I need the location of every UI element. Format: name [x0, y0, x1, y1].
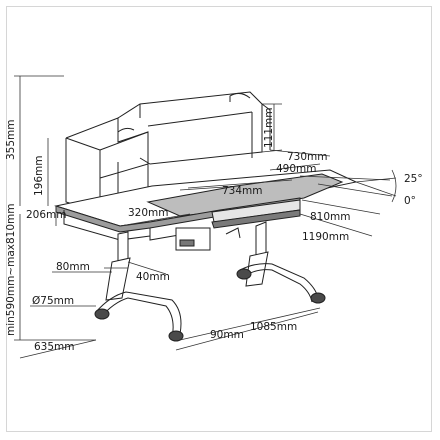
dim-mid-width: 490mm	[276, 163, 317, 175]
dimension-lines	[14, 75, 397, 359]
dim-shelf-width: 320mm	[128, 207, 169, 219]
dim-tilt-max: 25°	[404, 173, 423, 185]
dim-drawer-width: 810mm	[310, 211, 351, 223]
dim-height-range: min590mm~max810mm	[5, 204, 17, 336]
dim-base-width: 1085mm	[250, 321, 297, 333]
dim-foot-offset: 90mm	[210, 329, 244, 341]
dimension-labels: 730mm 490mm 734mm 810mm 1190mm 320mm 25°…	[5, 108, 423, 354]
dim-shelf-height: 196mm	[33, 156, 45, 197]
dim-hutch-height: 111mm	[263, 108, 275, 149]
dim-depth: 635mm	[34, 341, 75, 353]
dim-top-width: 730mm	[287, 151, 328, 163]
dim-leg-width: 80mm	[56, 261, 90, 273]
dim-desk-width: 734mm	[222, 185, 263, 197]
image-border	[6, 6, 432, 432]
dim-total-width: 1190mm	[302, 231, 349, 243]
desk-top	[54, 169, 358, 251]
dim-total-height: 355mm	[5, 120, 17, 161]
frame-legs	[94, 221, 326, 342]
dim-leg-gap: 40mm	[136, 271, 170, 283]
dim-foot-diameter: Ø75mm	[32, 295, 74, 307]
dim-side-depth: 206mm	[26, 209, 67, 221]
dim-tilt-min: 0°	[404, 195, 416, 207]
